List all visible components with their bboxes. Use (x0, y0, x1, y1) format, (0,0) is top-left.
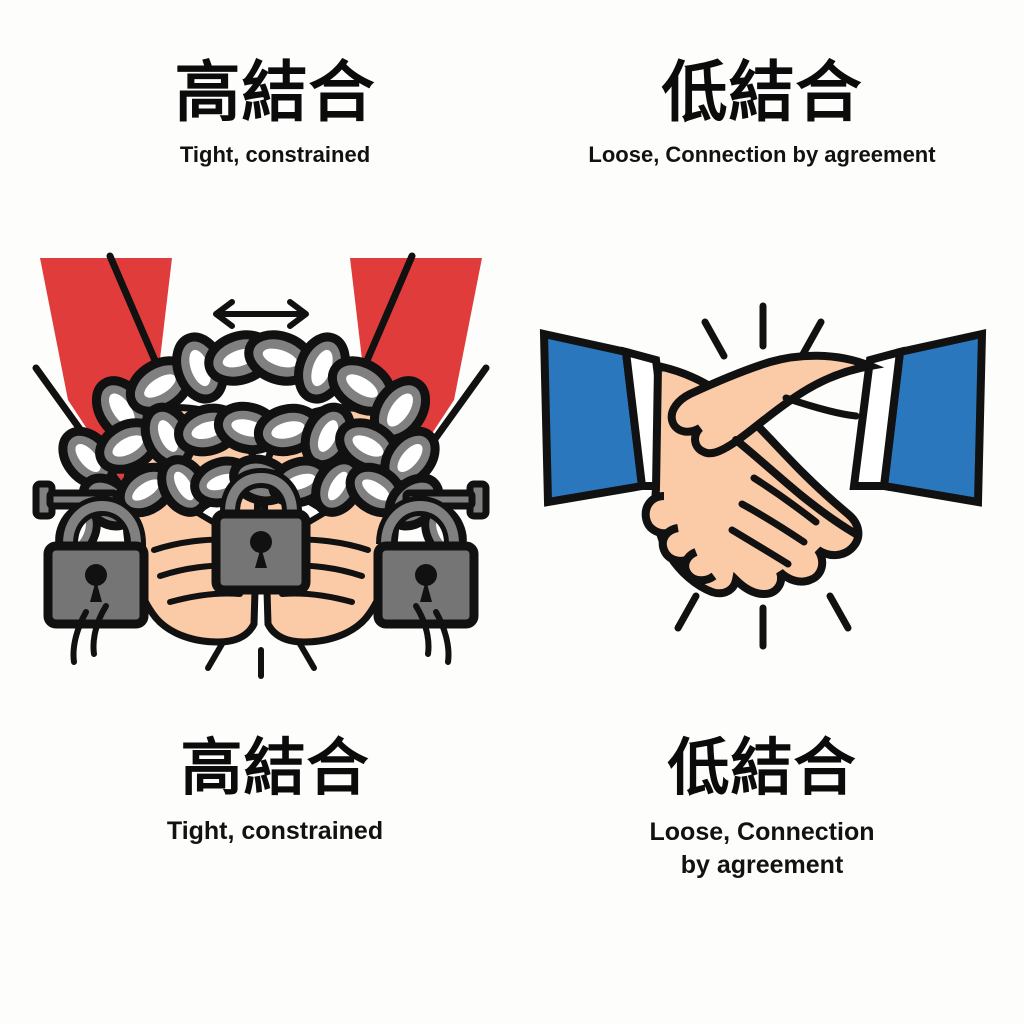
left-heading-japanese: 高結合 (174, 54, 376, 131)
left-heading-english: Tight, constrained (179, 142, 371, 168)
right-caption-english-line2: by agreement (680, 850, 844, 879)
chained-hands-illustration (32, 252, 490, 679)
double-arrow-icon (213, 299, 309, 329)
sparkle-lines-icon-top (701, 302, 825, 360)
handshake-icon (641, 351, 885, 599)
left-caption-english: Tight, constrained (166, 817, 384, 846)
padlock-icon-center (211, 467, 311, 595)
motion-lines-icon (70, 603, 452, 679)
left-caption-japanese: 高結合 (180, 731, 370, 804)
left-column-caption: 高結合 Tight, constrained (40, 735, 510, 847)
right-heading-japanese: 低結合 (661, 54, 863, 131)
left-column-heading: 高結合 Tight, constrained (40, 58, 510, 169)
sparkle-lines-icon-bottom (674, 592, 852, 650)
right-caption-english: Loose, Connection by agreement (522, 816, 1002, 881)
right-heading-english: Loose, Connection by agreement (588, 142, 936, 168)
right-caption-english-line1: Loose, Connection (649, 818, 875, 847)
padlock-icon-left (43, 495, 149, 629)
right-column-caption: 低結合 Loose, Connection by agreement (522, 735, 1002, 881)
handshake-illustration (539, 302, 987, 650)
blue-sleeve-right (849, 329, 987, 507)
right-column-heading: 低結合 Loose, Connection by agreement (522, 58, 1002, 169)
right-caption-japanese: 低結合 (667, 731, 857, 804)
